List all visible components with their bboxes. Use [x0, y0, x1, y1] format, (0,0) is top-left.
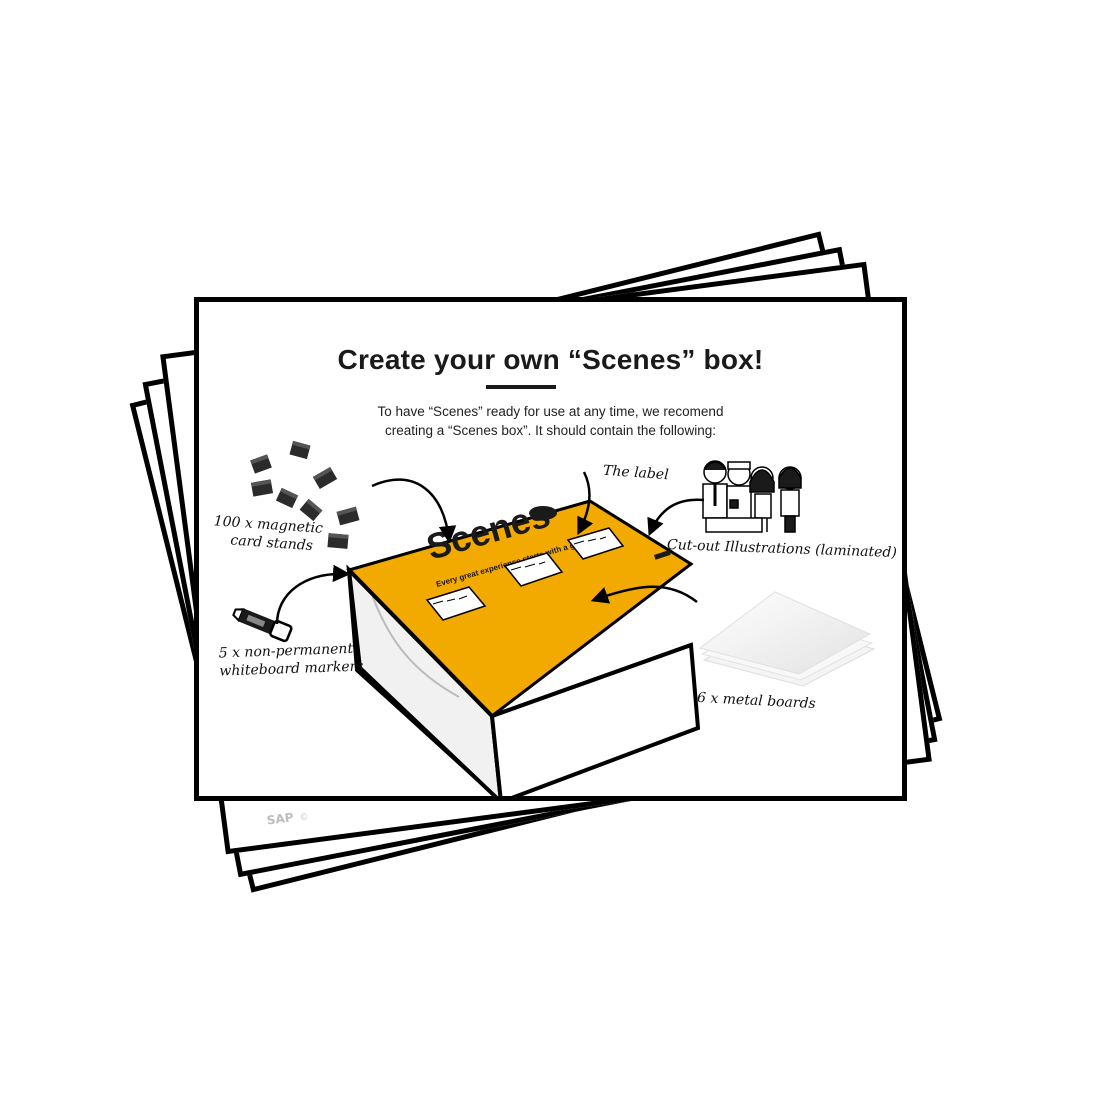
marker-icon — [232, 608, 293, 643]
metal-board-icon — [698, 591, 876, 687]
stands-annotation: 100 x magnetic card stands — [212, 512, 324, 556]
people-illustration-icon — [702, 460, 802, 533]
intro-line-2: creating a “Scenes box”. It should conta… — [385, 423, 716, 438]
scenes-box: Scenes Every great experience starts wit… — [346, 494, 701, 796]
box-illustration: Scenes Every great experience starts wit… — [232, 440, 876, 796]
intro-line-1: To have “Scenes” ready for use at any ti… — [377, 404, 724, 419]
page-title: Create your own “Scenes” box! — [337, 344, 764, 375]
speech-bubble-icon — [529, 506, 557, 520]
title-underline — [486, 385, 556, 389]
intro-text: To have “Scenes” ready for use at any ti… — [299, 402, 802, 440]
arrow-icon — [275, 471, 705, 625]
front-sheet: Create your own “Scenes” box! To have “S… — [194, 297, 907, 801]
sap-logo-icon: SAP© — [265, 810, 310, 828]
markers-annotation: 5 x non-permanent whiteboard markers — [218, 639, 363, 680]
magnetic-card-stand-icon — [250, 440, 360, 549]
